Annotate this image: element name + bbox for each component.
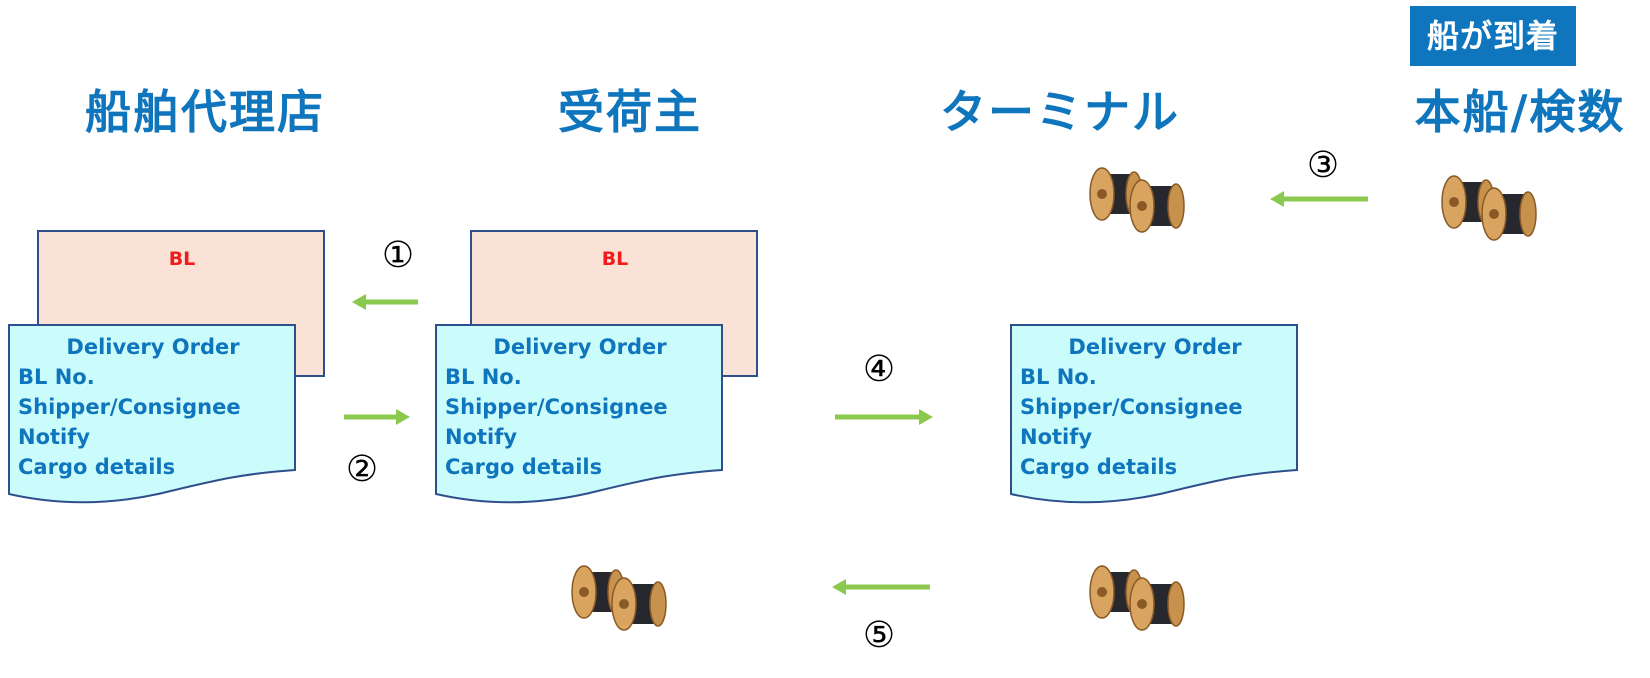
cable-spool-icon [1441,175,1537,241]
step-2-label: ② [345,449,379,490]
step-4-label: ④ [862,349,896,390]
do-line-notify: Notify [1020,425,1093,449]
header-shipping-agent: 船舶代理店 [85,85,325,139]
do-line-bl-no: BL No. [445,365,522,389]
do-line-bl-no: BL No. [18,365,95,389]
step-1-label: ① [381,235,415,276]
bl-label-agent: BL [168,248,196,270]
delivery-order-terminal: Delivery Order BL No. Shipper/Consignee … [1020,332,1290,482]
header-consignee: 受荷主 [558,85,702,139]
delivery-order-title: Delivery Order [66,335,240,359]
do-line-shipper-consignee: Shipper/Consignee [1020,395,1243,419]
delivery-order-consignee-shape [435,324,723,504]
arrow-right-icon [835,409,933,425]
arrow-left-icon [832,579,930,595]
do-line-notify: Notify [18,425,91,449]
delivery-order-consignee: Delivery Order BL No. Shipper/Consignee … [445,332,715,482]
delivery-order-title: Delivery Order [493,335,667,359]
do-line-bl-no: BL No. [1020,365,1097,389]
do-line-shipper-consignee: Shipper/Consignee [18,395,241,419]
delivery-order-agent: Delivery Order BL No. Shipper/Consignee … [18,332,288,482]
header-vessel-tally: 本船/検数 [1414,85,1626,139]
step-3-label: ③ [1306,145,1340,186]
arrow-left-icon [352,294,418,310]
arrow-right-icon [344,409,410,425]
bl-label-consignee: BL [601,248,629,270]
delivery-order-agent-shape [8,324,296,504]
do-line-cargo-details: Cargo details [1020,455,1178,479]
do-line-cargo-details: Cargo details [445,455,603,479]
arrow-left-icon [1270,191,1368,207]
delivery-order-title: Delivery Order [1068,335,1242,359]
step-5-label: ⑤ [862,615,896,656]
do-line-cargo-details: Cargo details [18,455,176,479]
cable-spool-icon [1089,167,1185,233]
header-terminal: ターミナル [940,85,1180,139]
delivery-order-terminal-shape [1010,324,1298,504]
arrival-badge: 船が到着 [1410,6,1576,66]
cable-spool-icon [1089,565,1185,631]
do-line-notify: Notify [445,425,518,449]
do-line-shipper-consignee: Shipper/Consignee [445,395,668,419]
cable-spool-icon [571,565,667,631]
